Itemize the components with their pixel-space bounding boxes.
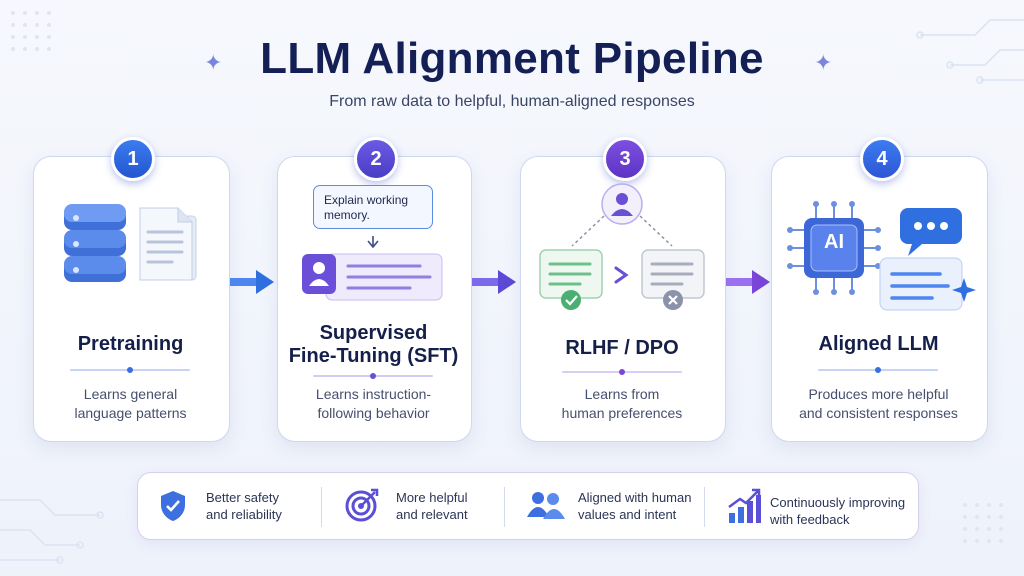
chat-response-icon [879,208,976,311]
stage-desc-pretraining: Learns general language patterns [74,386,187,421]
stage-title-rlhf: RLHF / DPO [565,337,679,359]
circuit-decoration-top-right [916,19,1024,84]
sparkle-icon: ✦ [814,50,833,75]
stage-desc-rlhf: Learns from human preferences [561,386,683,421]
ai-chip-label: AI [824,231,844,253]
step-badge-3: 3 [603,137,647,181]
benefit-safety: Better safety and reliability [206,490,282,522]
page-subtitle: From raw data to helpful, human-aligned … [329,93,695,110]
benefit-separator [321,487,322,527]
step-badge-4: 4 [860,137,904,181]
stage-desc-sft: Learns instruction- following behavior [315,386,432,421]
growth-chart-icon [728,488,761,523]
stage-title-sft: Supervised Fine-Tuning (SFT) [288,322,459,367]
stage-title-aligned-llm: Aligned LLM [818,333,939,355]
dot-grid-decoration-top-left [11,11,51,51]
instruction-chat-icon [302,236,443,301]
flow-arrow-icon [472,270,516,294]
benefits-bar: Better safety and reliability More helpf… [137,472,919,540]
stage-desc-aligned-llm: Produces more helpful and consistent res… [799,386,958,421]
stage-divider [313,373,433,379]
flow-arrow-icon [230,270,274,294]
benefit-improving: Continuously improving with feedback [770,495,906,527]
ai-chip-icon [787,201,881,295]
dot-grid-decoration-bottom-right [963,503,1003,543]
database-documents-icon [64,204,197,282]
users-icon [527,492,565,519]
target-icon [345,488,379,522]
benefit-separator [704,487,705,527]
step-badge-2: 2 [354,137,398,181]
step-badge-1: 1 [111,137,155,181]
stage-divider [562,369,682,375]
stage-divider [818,367,938,373]
page-title: LLM Alignment Pipeline [260,34,764,83]
stage-card-pretraining [33,156,230,442]
sparkle-icon: ✦ [204,50,223,75]
benefit-helpful: More helpful and relevant [396,490,468,522]
stage-title-pretraining: Pretraining [77,333,184,355]
benefit-separator [504,487,505,527]
preference-compare-icon [539,183,705,310]
benefit-aligned-values: Aligned with human values and intent [578,490,692,522]
instruction-bubble: Explain working memory. [313,185,433,229]
stage-divider [70,367,190,373]
shield-check-icon [161,491,185,521]
circuit-decoration-bottom-left [0,499,104,564]
flow-arrow-icon [726,270,770,294]
